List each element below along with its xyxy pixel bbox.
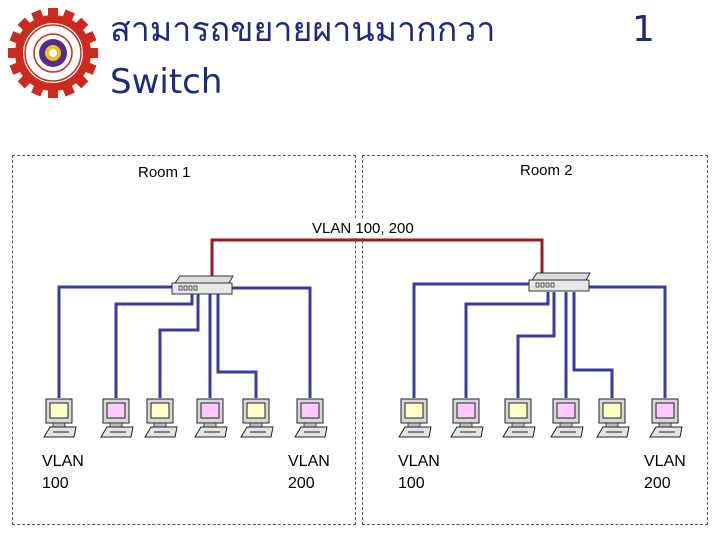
- vlan-label-room2-left: VLAN 100: [398, 451, 440, 495]
- vlan-label-room1-left: VLAN 100: [42, 451, 84, 495]
- computer-icon: [596, 398, 630, 438]
- computer-icon: [194, 398, 228, 438]
- computer-icon: [450, 398, 484, 438]
- computer-icon: [43, 398, 77, 438]
- vlan-label-text: VLAN: [42, 453, 84, 470]
- vlan-label-room1-right: VLAN 200: [288, 451, 330, 495]
- computer-icon: [502, 398, 536, 438]
- university-logo: [8, 8, 98, 98]
- vlan-label-id: 200: [288, 475, 315, 492]
- cable-pc-2: [114, 294, 194, 398]
- vlan-label-id: 100: [42, 475, 69, 492]
- switch-1-icon: [171, 275, 234, 295]
- computer-icon: [100, 398, 134, 438]
- title-number: 1: [632, 9, 655, 50]
- vlan-label-text: VLAN: [398, 453, 440, 470]
- computer-icon: [294, 398, 328, 438]
- computer-icon: [144, 398, 178, 438]
- room-1-boundary: [12, 155, 356, 525]
- room-1-cables: [57, 285, 312, 398]
- page-title: สามารถขยายผานมากกวา Switch: [110, 4, 496, 108]
- cable-pc-7: [412, 282, 530, 398]
- room-1-label: Room 1: [138, 164, 191, 181]
- room-2-cables: [412, 282, 667, 398]
- vlan-label-text: VLAN: [644, 453, 686, 470]
- title-line-1: สามารถขยายผานมากกวา: [110, 10, 496, 50]
- switch-2-icon: [528, 272, 591, 292]
- computer-icon: [550, 398, 584, 438]
- room-2-label: Room 2: [520, 162, 573, 179]
- vlan-label-room2-right: VLAN 200: [644, 451, 686, 495]
- vlan-label-text: VLAN: [288, 453, 330, 470]
- cable-pc-1: [57, 285, 175, 398]
- trunk-link: [210, 238, 544, 276]
- cable-pc-6: [230, 286, 312, 398]
- computer-icon: [240, 398, 274, 438]
- computer-icon: [649, 398, 683, 438]
- cable-pc-9: [516, 292, 556, 398]
- computer-icon: [398, 398, 432, 438]
- cable-pc-12: [586, 285, 667, 398]
- title-line-2: Switch: [110, 62, 223, 102]
- cable-pc-8: [464, 292, 550, 398]
- trunk-label: VLAN 100, 200: [311, 220, 415, 238]
- vlan-label-id: 200: [644, 475, 671, 492]
- cable-pc-5: [216, 294, 258, 398]
- cable-pc-3: [158, 294, 200, 398]
- vlan-label-id: 100: [398, 475, 425, 492]
- cable-pc-11: [572, 292, 614, 398]
- room-2-boundary: [362, 155, 708, 525]
